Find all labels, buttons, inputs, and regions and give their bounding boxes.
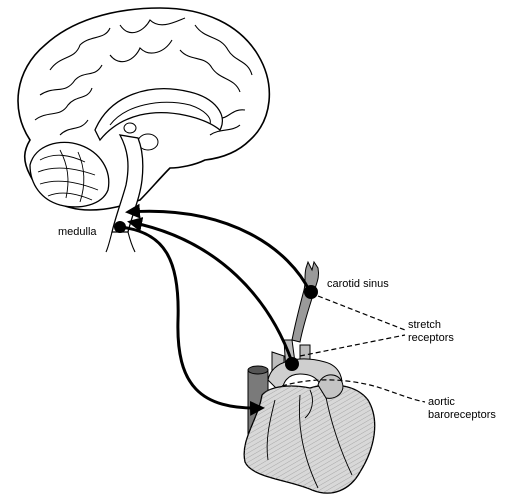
efferent-pathway-to-heart	[120, 227, 262, 408]
stretch-receptors-line-1: stretch	[408, 319, 468, 332]
medulla-dot	[114, 221, 126, 233]
stretch-receptors-line-2: receptors	[408, 332, 468, 345]
carotid-afferent-pathway	[128, 211, 310, 292]
brain-illustration	[18, 8, 269, 252]
stretch-receptors-label: stretch receptors	[408, 319, 468, 345]
aortic-baroreceptors-line-2: baroreceptors	[428, 409, 507, 422]
aortic-baroreceptors-line-1: aortic	[428, 396, 507, 409]
aortic-baroreceptors-label: aortic baroreceptors	[428, 396, 507, 422]
carotid-artery	[292, 262, 319, 342]
heart-illustration	[244, 340, 375, 493]
aortic-receptor-dot	[285, 357, 299, 371]
carotid-sinus-label: carotid sinus	[327, 278, 389, 291]
carotid-sinus-dot	[304, 285, 318, 299]
medulla-label: medulla	[58, 226, 97, 239]
